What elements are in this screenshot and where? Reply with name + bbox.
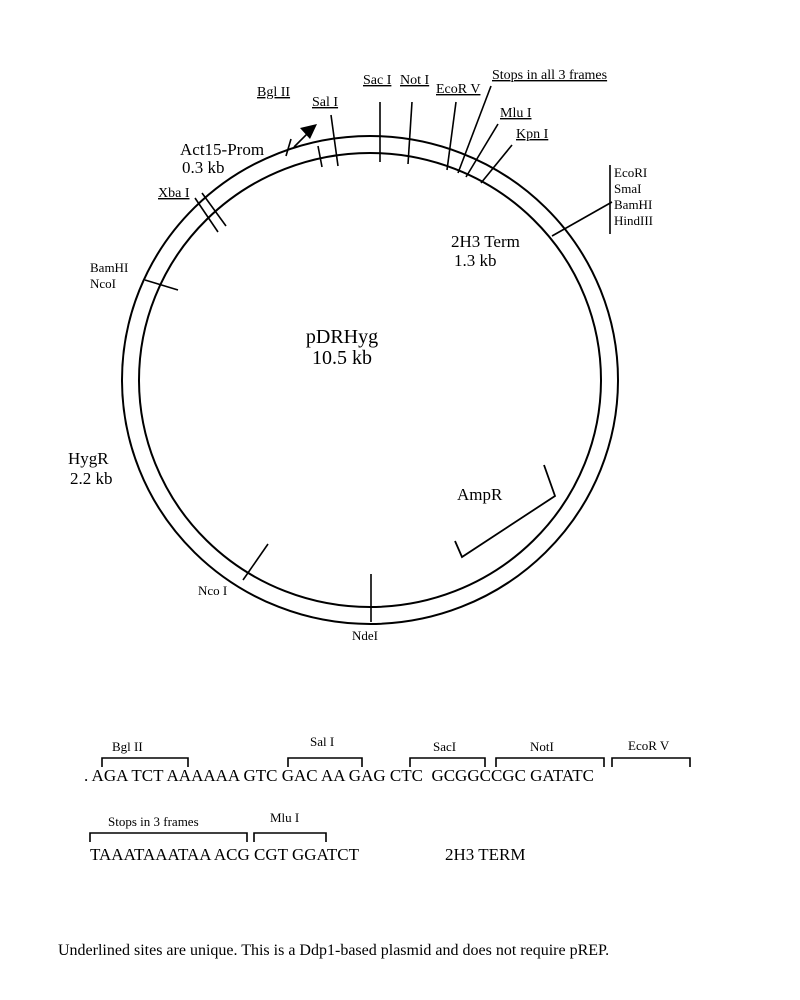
promoter-size: 0.3 kb [182,158,225,177]
seq1-text: . AGA TCT AAAAAA GTC GAC AA GAG CTC GCGG… [84,766,594,785]
site-kpn1: Kpn I [516,127,549,142]
term-name: 2H3 Term [451,232,520,251]
tick-mlu1 [465,123,499,178]
site-ecorv: EcoR V [436,82,480,97]
term-size: 1.3 kb [454,251,497,270]
seq1-label-ecorv: EcoR V [628,738,670,753]
site-mcs-ecori: EcoRI [614,165,647,180]
bracket-bgl2 [101,757,189,767]
tick-stops [457,85,492,174]
bracket-sal1 [287,757,363,767]
seq1-label-noti: NotI [530,739,554,754]
seq2-label-mlu1: Mlu I [270,810,299,825]
bracket-mlu1 [253,832,327,842]
plasmid-outer-ring [121,135,619,625]
tick-kpn1 [480,144,513,184]
bracket-saci [409,757,486,767]
bracket-noti [495,757,605,767]
site-bgl2: Bgl II [257,85,290,100]
seq2-text: TAAATAAATAA ACG CGT GGATCT [90,845,360,864]
amp-name: AmpR [457,485,503,504]
site-mcs-hindiii: HindIII [614,213,653,228]
tick-nco1-bottom [242,543,269,581]
seq1-label-sal1: Sal I [310,734,334,749]
tick-xba1-b [201,192,227,227]
hyg-size: 2.2 kb [70,469,113,488]
tick-not1 [407,101,413,165]
tick-ecorv [446,101,457,171]
bracket-ecorv [611,757,691,767]
site-xba1: Xba I [158,186,190,201]
site-sac1: Sac I [363,73,392,88]
site-ncoi-left: NcoI [90,276,116,291]
promoter-name: Act15-Prom [180,140,264,159]
site-nco1-bottom: Nco I [198,583,227,598]
site-mcs-bamhi: BamHI [614,197,652,212]
plasmid-inner-ring [138,152,602,608]
site-mcs-smai: SmaI [614,181,641,196]
tick-xba1-a [194,197,219,233]
site-sal1: Sal I [312,95,338,110]
seq1-label-saci: SacI [433,739,456,754]
tick-sal1 [330,114,339,167]
plasmid-size: 10.5 kb [312,347,372,369]
site-stops: Stops in all 3 frames [492,68,607,83]
seq2-term: 2H3 TERM [445,845,525,864]
tick-bamhi-ncoi [144,279,179,291]
hyg-name: HygR [68,449,109,468]
tick-mcs-right [551,201,613,237]
site-bamhi-left: BamHI [90,260,128,275]
footnote: Underlined sites are unique. This is a D… [58,942,609,959]
bracket-stops [89,832,248,842]
ampr-box [454,464,557,559]
promoter-boundary-right [317,145,323,168]
seq2-label-stops: Stops in 3 frames [108,814,199,829]
seq1-label-bgl2: Bgl II [112,739,143,754]
site-not1: Not I [400,73,430,88]
promoter-arrow-head [300,124,317,139]
promoter-boundary-left [285,138,292,157]
site-ndei: NdeI [352,628,378,643]
site-mlu1: Mlu I [500,106,532,121]
plasmid-name: pDRHyg [306,326,378,348]
